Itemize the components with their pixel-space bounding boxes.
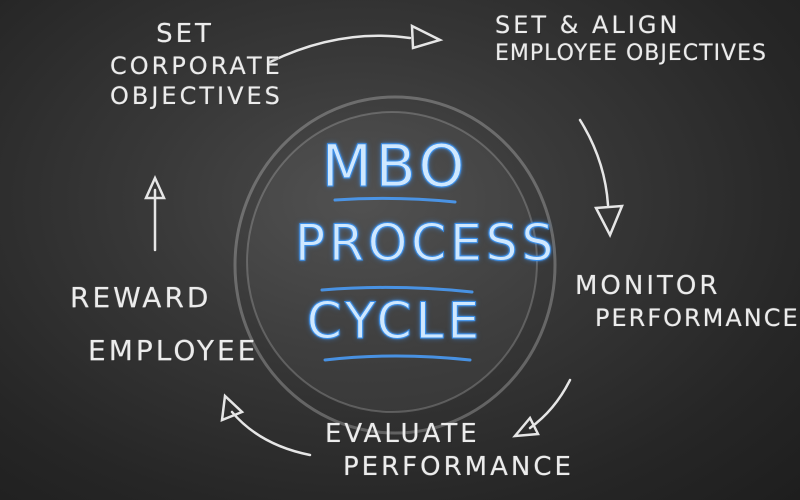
step-line: Performance	[343, 451, 574, 482]
arrow-bottom-right	[512, 378, 572, 438]
step-set-align-employee-objectives: Set & Align Employee Objectives	[495, 10, 767, 68]
step-line: Set	[156, 19, 214, 49]
step-line: Employee Objectives	[495, 41, 767, 66]
center-title-line3: Cycle	[306, 292, 484, 351]
arrow-bottom-left	[220, 393, 312, 457]
step-line: Objectives	[110, 81, 283, 110]
center-circle-inner	[246, 111, 538, 413]
arrow-top	[268, 23, 444, 64]
center-title-3: Cycle	[300, 290, 490, 353]
center-underlines	[320, 196, 474, 362]
arrow-left	[144, 174, 166, 252]
step-line: Monitor	[575, 271, 721, 301]
step-monitor-performance: Monitor Performance	[575, 270, 800, 333]
center-title-line2: Process	[295, 214, 558, 273]
step-line: Evaluate	[325, 419, 480, 449]
center-title: MBO	[300, 130, 490, 203]
center-title-line1: MBO	[321, 132, 469, 201]
step-line: Performance	[595, 303, 800, 332]
center-title-2: Process	[295, 212, 558, 275]
step-set-corporate-objectives: Set Corporate Objectives	[110, 18, 283, 111]
step-line: Employee	[88, 334, 259, 367]
arrow-right	[578, 118, 624, 238]
step-line: Reward	[70, 281, 212, 314]
step-line: Set & Align	[495, 11, 681, 39]
step-reward-employee: Reward Employee	[70, 280, 258, 368]
step-line: Corporate	[110, 51, 283, 80]
center-circle-outer	[233, 95, 557, 435]
step-evaluate-performance: Evaluate Performance	[325, 418, 574, 483]
